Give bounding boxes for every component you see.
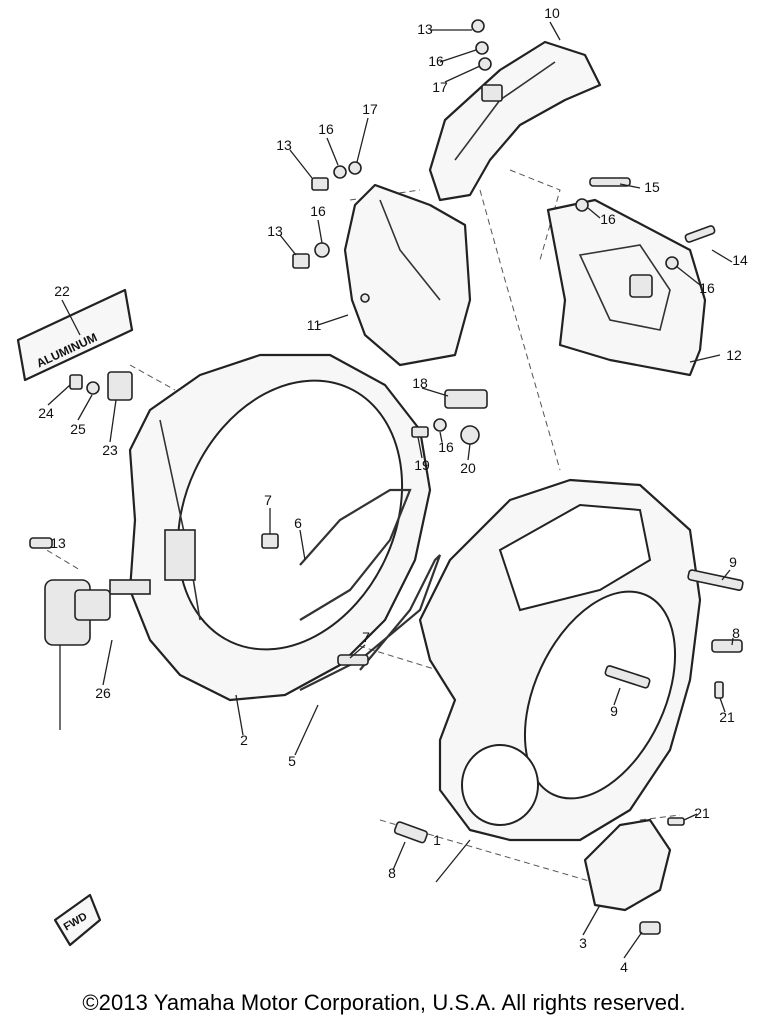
part-2-front-housing[interactable] [109, 344, 444, 702]
callout-17b: 17 [362, 101, 378, 117]
callout-17a: 17 [432, 79, 448, 95]
callout-13b: 13 [276, 137, 292, 153]
callout-3: 3 [579, 935, 587, 951]
part-11-middle-shroud[interactable] [343, 183, 472, 367]
callout-22: 22 [54, 283, 70, 299]
callout-1: 1 [433, 832, 441, 848]
callout-18: 18 [412, 375, 428, 391]
callout-leader-lines [47, 21, 734, 959]
part-12-side-plate[interactable] [546, 198, 707, 377]
hardware-fasteners[interactable] [29, 19, 744, 935]
callout-23: 23 [102, 442, 118, 458]
copyright-notice: ©2013 Yamaha Motor Corporation, U.S.A. A… [82, 990, 686, 1015]
callout-12: 12 [726, 347, 742, 363]
callout-7a: 7 [264, 492, 272, 508]
callout-16e: 16 [699, 280, 715, 296]
part-22-label-plate[interactable]: ALUMINUM [16, 288, 134, 382]
callout-9a: 9 [729, 554, 737, 570]
callout-numbers: 1 2 3 4 5 6 7 7 8 8 9 9 10 11 12 13 13 1… [38, 5, 748, 975]
callout-19: 19 [414, 457, 430, 473]
callout-6: 6 [294, 515, 302, 531]
part-3-cover-plate[interactable] [583, 818, 672, 912]
part-10-upper-shroud[interactable] [428, 40, 602, 202]
callout-24: 24 [38, 405, 54, 421]
callout-25: 25 [70, 421, 86, 437]
callout-13d: 13 [50, 535, 66, 551]
callout-5: 5 [288, 753, 296, 769]
callout-21b: 21 [694, 805, 710, 821]
callout-13a: 13 [417, 21, 433, 37]
callout-8a: 8 [732, 625, 740, 641]
callout-16c: 16 [310, 203, 326, 219]
callout-16b: 16 [318, 121, 334, 137]
callout-13c: 13 [267, 223, 283, 239]
callout-2: 2 [240, 732, 248, 748]
part-1-main-housing[interactable] [418, 478, 705, 842]
callout-9b: 9 [610, 703, 618, 719]
part-26-ignition-coil[interactable] [29, 539, 111, 730]
callout-11: 11 [307, 317, 322, 333]
callout-8b: 8 [388, 865, 396, 881]
callout-7b: 7 [362, 629, 370, 645]
callout-16d: 16 [600, 211, 616, 227]
callout-14: 14 [732, 252, 748, 268]
callout-21a: 21 [719, 709, 735, 725]
callout-16f: 16 [438, 439, 454, 455]
callout-10: 10 [544, 5, 560, 21]
fwd-direction-badge: FWD [53, 893, 102, 947]
part-6-seal-ring[interactable] [299, 488, 412, 621]
parts-exploded-diagram: ALUMINUM FWD [16, 5, 748, 975]
callout-26: 26 [95, 685, 111, 701]
callout-4: 4 [620, 959, 628, 975]
callout-15: 15 [644, 179, 660, 195]
callout-20: 20 [460, 460, 476, 476]
callout-16a: 16 [428, 53, 444, 69]
